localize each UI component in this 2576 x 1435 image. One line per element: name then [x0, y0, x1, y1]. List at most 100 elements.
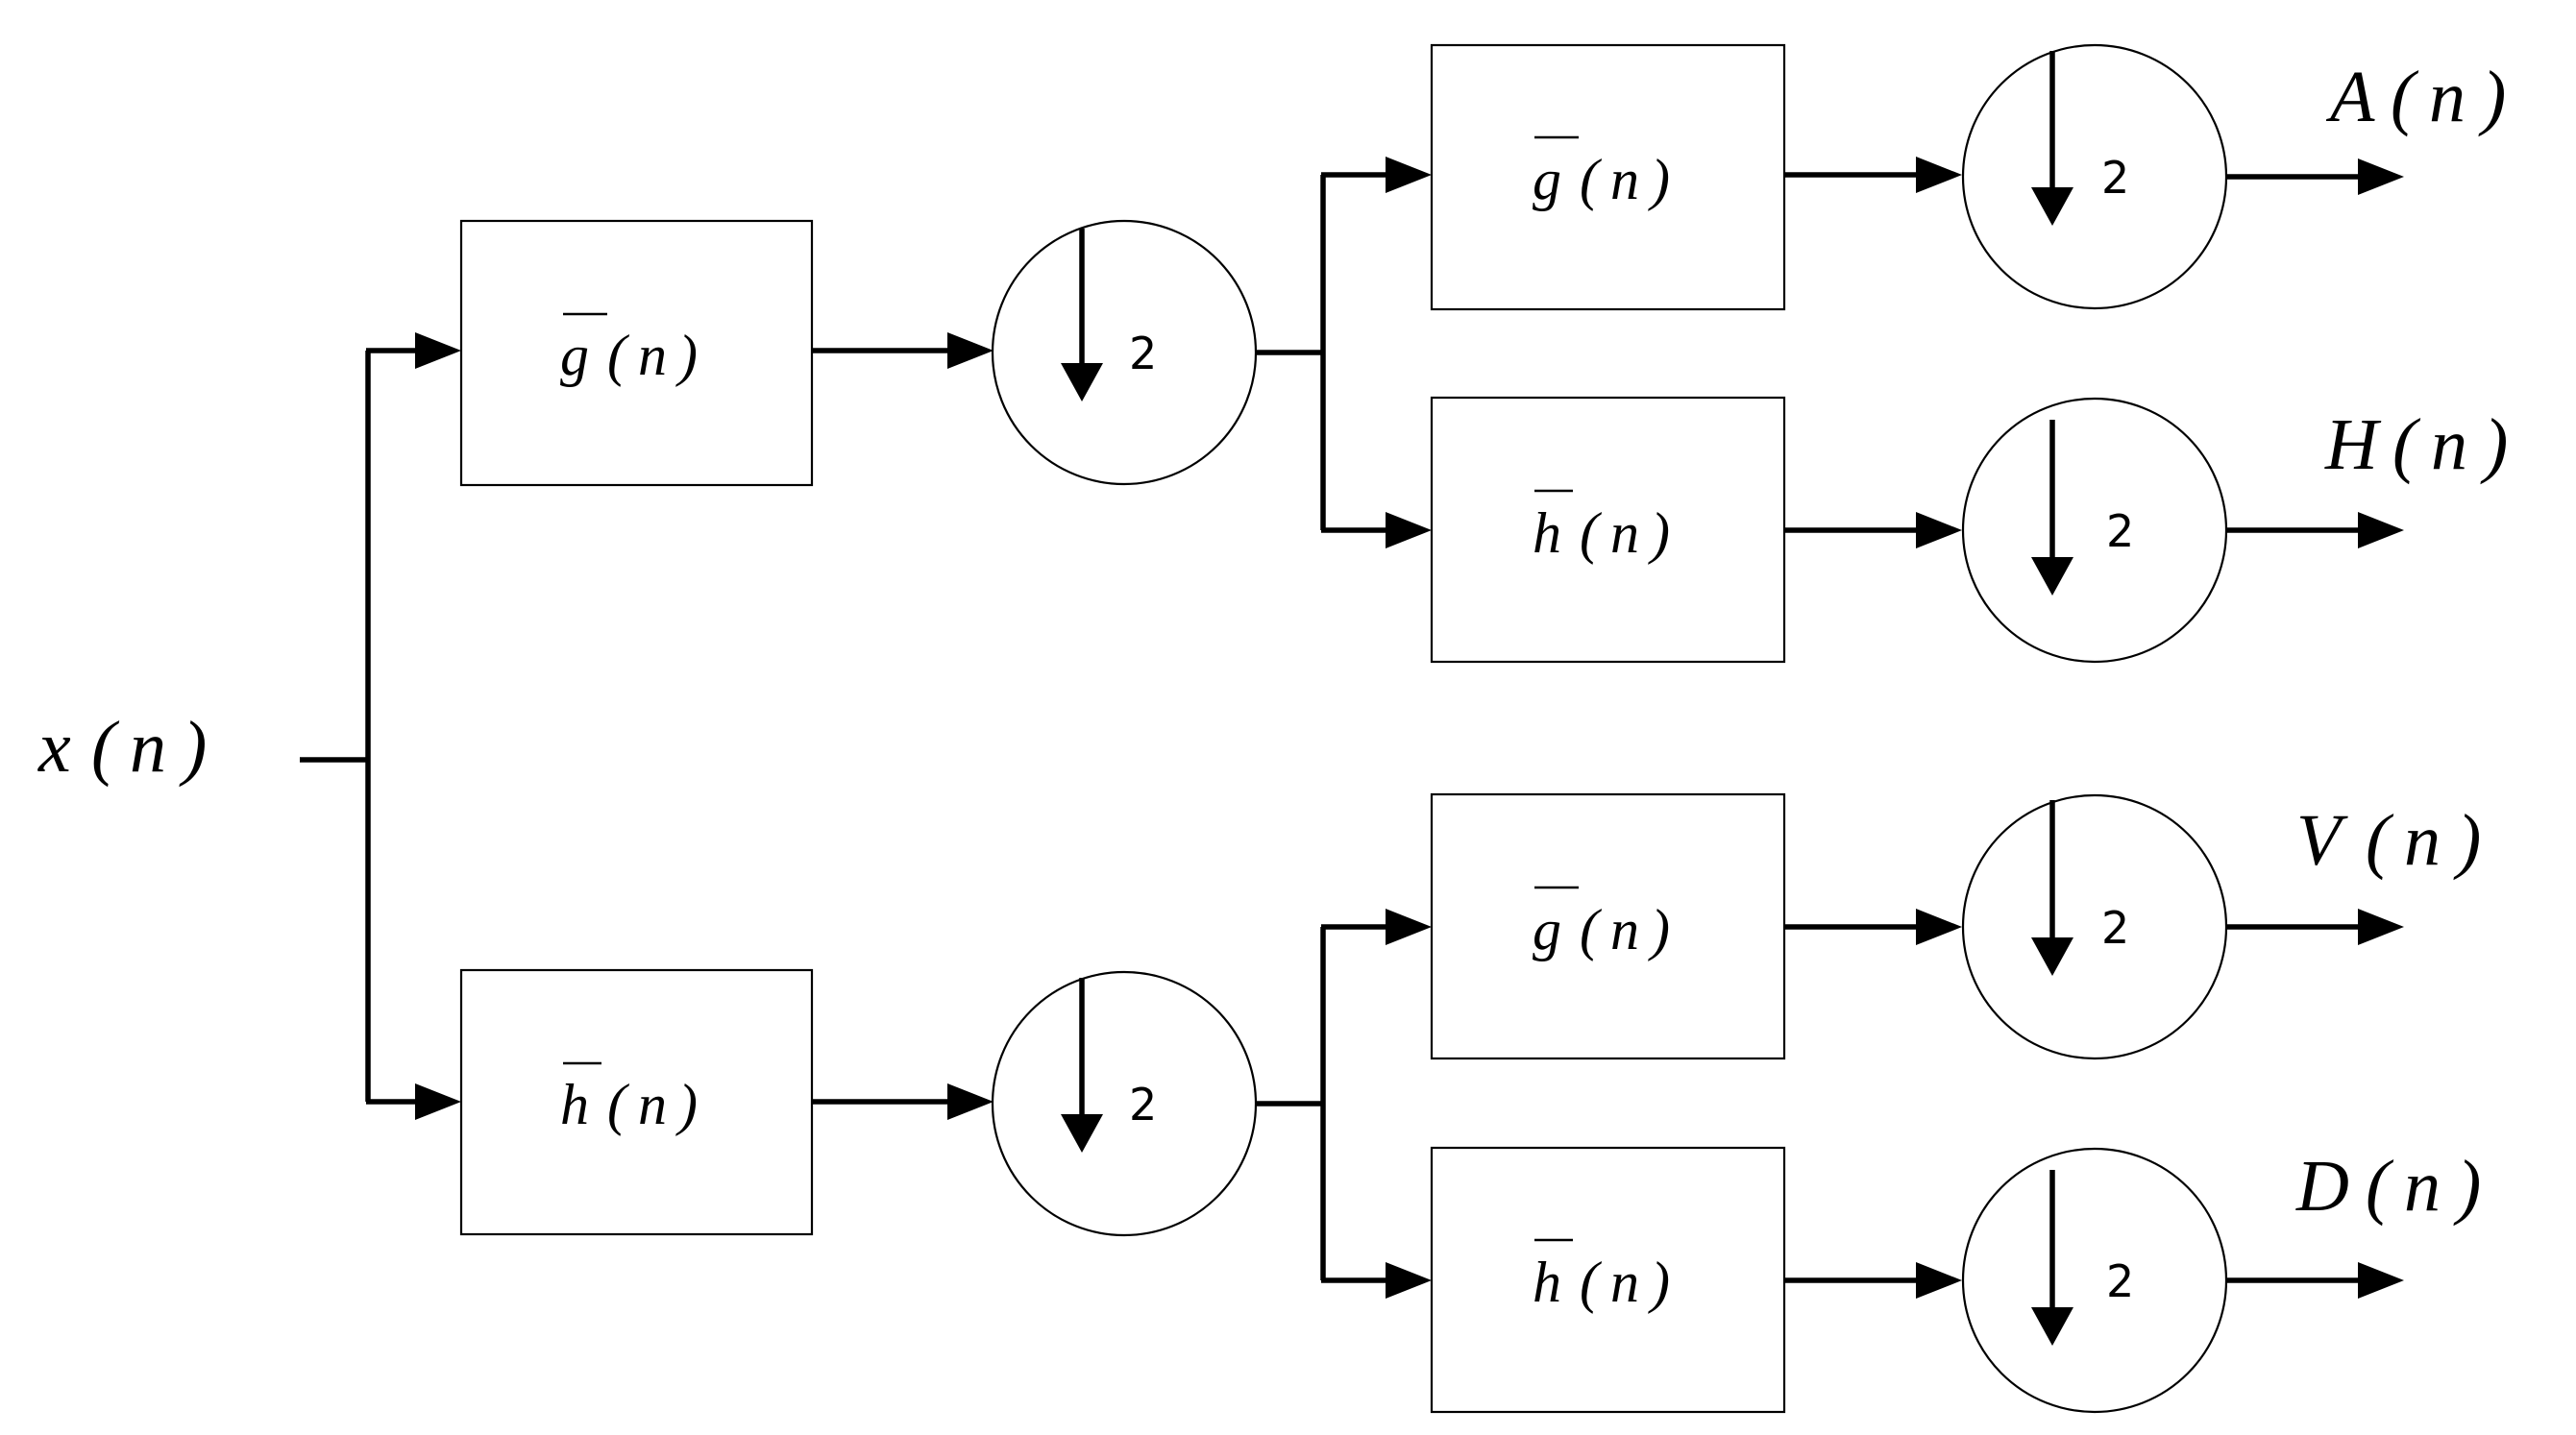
filter-box — [459, 219, 814, 487]
input-symbol: x — [37, 707, 71, 788]
output-arg: n — [2404, 1146, 2441, 1227]
down-arrow-icon — [2031, 187, 2073, 226]
down-arrow-icon — [1061, 363, 1103, 401]
arrow-head — [1916, 1262, 1962, 1299]
filter-arg: n — [1610, 148, 1639, 211]
down-arrow-icon — [1061, 1114, 1103, 1153]
arrow-head — [2358, 909, 2404, 945]
decimation-factor: 2 — [2106, 1255, 2134, 1307]
stage2-g-filter-a: g ( n ) — [1430, 43, 1786, 311]
arrow-head — [1916, 157, 1962, 193]
arrow-head — [1386, 512, 1432, 548]
filter-box — [1430, 1146, 1786, 1414]
filter-close-paren: ) — [675, 1073, 698, 1136]
filter-symbol: h — [1533, 1251, 1561, 1314]
input-wiring — [300, 332, 461, 1120]
stage1-top-decimator: 2 — [991, 219, 1258, 486]
arrow-head — [415, 332, 461, 369]
output-open-paren: ( — [2366, 1146, 2394, 1227]
decimator-circle — [1961, 397, 2228, 664]
decimation-factor: 2 — [2101, 902, 2129, 954]
filter-box — [1430, 792, 1786, 1060]
filter-close-paren: ) — [675, 324, 698, 387]
filter-symbol: g — [1533, 898, 1561, 961]
output-open-paren: ( — [2366, 800, 2394, 881]
arrow-head — [1386, 909, 1432, 945]
stage2-g-filter-c: g ( n ) — [1430, 792, 1786, 1060]
arrow-head — [415, 1083, 461, 1120]
filter-box — [1430, 396, 1786, 664]
output-close-paren: ) — [2453, 1146, 2481, 1227]
decimator-circle — [1961, 1147, 2228, 1414]
decimator-circle — [1961, 793, 2228, 1060]
stage1-h-filter: h ( n ) — [459, 968, 814, 1236]
filter-symbol: g — [560, 324, 589, 387]
down-arrow-icon — [2031, 557, 2073, 596]
output-symbol: A — [2325, 57, 2375, 137]
filter-box — [459, 968, 814, 1236]
filter-arg: n — [638, 1073, 667, 1136]
decimator-circle — [1961, 43, 2228, 310]
input-close-paren: ) — [179, 707, 207, 788]
decimation-factor: 2 — [1129, 1079, 1157, 1131]
stage2-decimator-a: 2 — [1961, 43, 2228, 310]
filter-close-paren: ) — [1648, 148, 1670, 211]
stage2-h-filter-d: h ( n ) — [1430, 1146, 1786, 1414]
arrow-head — [947, 1083, 994, 1120]
down-arrow-icon — [2031, 1307, 2073, 1346]
stage2-h-filter-b: h ( n ) — [1430, 396, 1786, 664]
output-open-paren: ( — [2391, 57, 2419, 137]
down-arrow-icon — [2031, 937, 2073, 976]
arrow-head — [2358, 512, 2404, 548]
output-open-paren: ( — [2392, 404, 2421, 485]
input-label: x ( n ) — [37, 707, 207, 788]
decimation-factor: 2 — [1129, 328, 1157, 379]
output-close-paren: ) — [2480, 404, 2508, 485]
filter-close-paren: ) — [1648, 501, 1670, 565]
stage2-decimator-c: 2 — [1961, 793, 2228, 1060]
output-arg: n — [2431, 404, 2467, 485]
arrow-head — [1386, 157, 1432, 193]
arrow-head — [1386, 1262, 1432, 1299]
filter-symbol: h — [560, 1073, 589, 1136]
output-symbol: V — [2296, 800, 2348, 881]
input-arg: n — [130, 707, 166, 788]
output-arg: n — [2404, 800, 2441, 881]
arrow-head — [1916, 512, 1962, 548]
output-label-d: D ( n ) — [2295, 1146, 2481, 1227]
filter-symbol: h — [1533, 501, 1561, 565]
output-arg: n — [2429, 57, 2466, 137]
output-close-paren: ) — [2453, 800, 2481, 881]
filter-close-paren: ) — [1648, 898, 1670, 961]
filter-arg: n — [1610, 501, 1639, 565]
filter-box — [1430, 43, 1786, 311]
stage2-decimator-b: 2 — [1961, 397, 2228, 664]
filter-symbol: g — [1533, 148, 1561, 211]
filter-close-paren: ) — [1648, 1251, 1670, 1314]
decimator-circle — [991, 970, 1258, 1237]
arrow-head — [2358, 158, 2404, 195]
arrow-head — [947, 332, 994, 369]
input-open-paren: ( — [91, 707, 120, 788]
filter-arg: n — [1610, 1251, 1639, 1314]
decimation-factor: 2 — [2101, 152, 2129, 204]
output-symbol: D — [2295, 1146, 2349, 1227]
output-label-h: H ( n ) — [2324, 404, 2508, 485]
output-symbol: H — [2324, 404, 2382, 485]
decimator-circle — [991, 219, 1258, 486]
filter-arg: n — [638, 324, 667, 387]
decimation-factor: 2 — [2106, 505, 2134, 557]
stage2-top-split — [1256, 157, 1432, 548]
stage2-decimator-d: 2 — [1961, 1147, 2228, 1414]
stage1-bottom-decimator: 2 — [991, 970, 1258, 1237]
stage2-bottom-split — [1256, 909, 1432, 1299]
arrow-head — [2358, 1262, 2404, 1299]
output-close-paren: ) — [2478, 57, 2506, 137]
output-label-v: V ( n ) — [2296, 800, 2481, 881]
arrow-head — [1916, 909, 1962, 945]
stage1-g-filter: g ( n ) — [459, 219, 814, 487]
filter-arg: n — [1610, 898, 1639, 961]
output-label-a: A ( n ) — [2325, 57, 2506, 137]
